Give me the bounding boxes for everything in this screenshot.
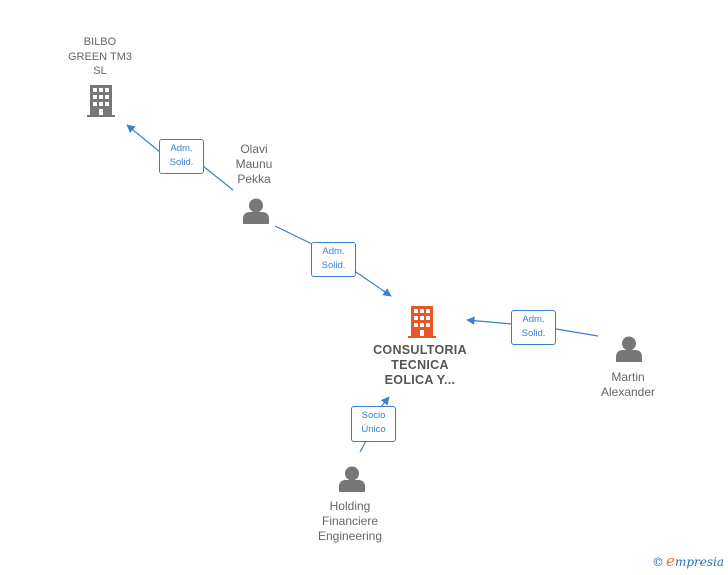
node-label-martin[interactable]: Martin Alexander: [600, 370, 656, 399]
edge-martin-consultoria-arrow: [466, 316, 513, 325]
holding-person-icon[interactable]: [339, 466, 365, 493]
edge-olavi-bilbo-arrow: [126, 124, 161, 153]
edge-label-olavi-bilbo: Adm. Solid.: [159, 139, 204, 174]
bilbo-building-icon[interactable]: [87, 85, 115, 117]
edge-olavi-consultoria-arrow: [355, 271, 392, 297]
node-label-olavi[interactable]: Olavi Maunu Pekka: [235, 142, 273, 186]
edge-label-martin-consultoria: Adm. Solid.: [511, 310, 556, 345]
node-label-holding[interactable]: Holding Financiere Engineering: [317, 499, 383, 543]
edge-label-olavi-consultoria: Adm. Solid.: [311, 242, 356, 277]
node-label-consultoria[interactable]: CONSULTORIA TECNICA EOLICA Y...: [373, 343, 467, 387]
empresia-watermark: ©empresia: [652, 552, 724, 570]
node-label-bilbo[interactable]: BILBO GREEN TM3 SL: [68, 36, 132, 77]
olavi-person-icon[interactable]: [243, 198, 269, 225]
edge-martin-consultoria-line: [555, 328, 599, 337]
edge-olavi-bilbo-line: [202, 165, 234, 191]
edge-holding-consultoria-line: [359, 440, 367, 453]
martin-person-icon[interactable]: [616, 336, 642, 363]
edge-label-holding-consultoria: Socio Único: [351, 406, 396, 442]
copyright-symbol: ©: [652, 555, 665, 569]
brand-initial: e: [666, 552, 675, 570]
edge-olavi-consultoria-line: [274, 225, 313, 245]
consultoria-building-icon[interactable]: [408, 306, 436, 338]
brand-name: mpresia: [674, 555, 724, 569]
